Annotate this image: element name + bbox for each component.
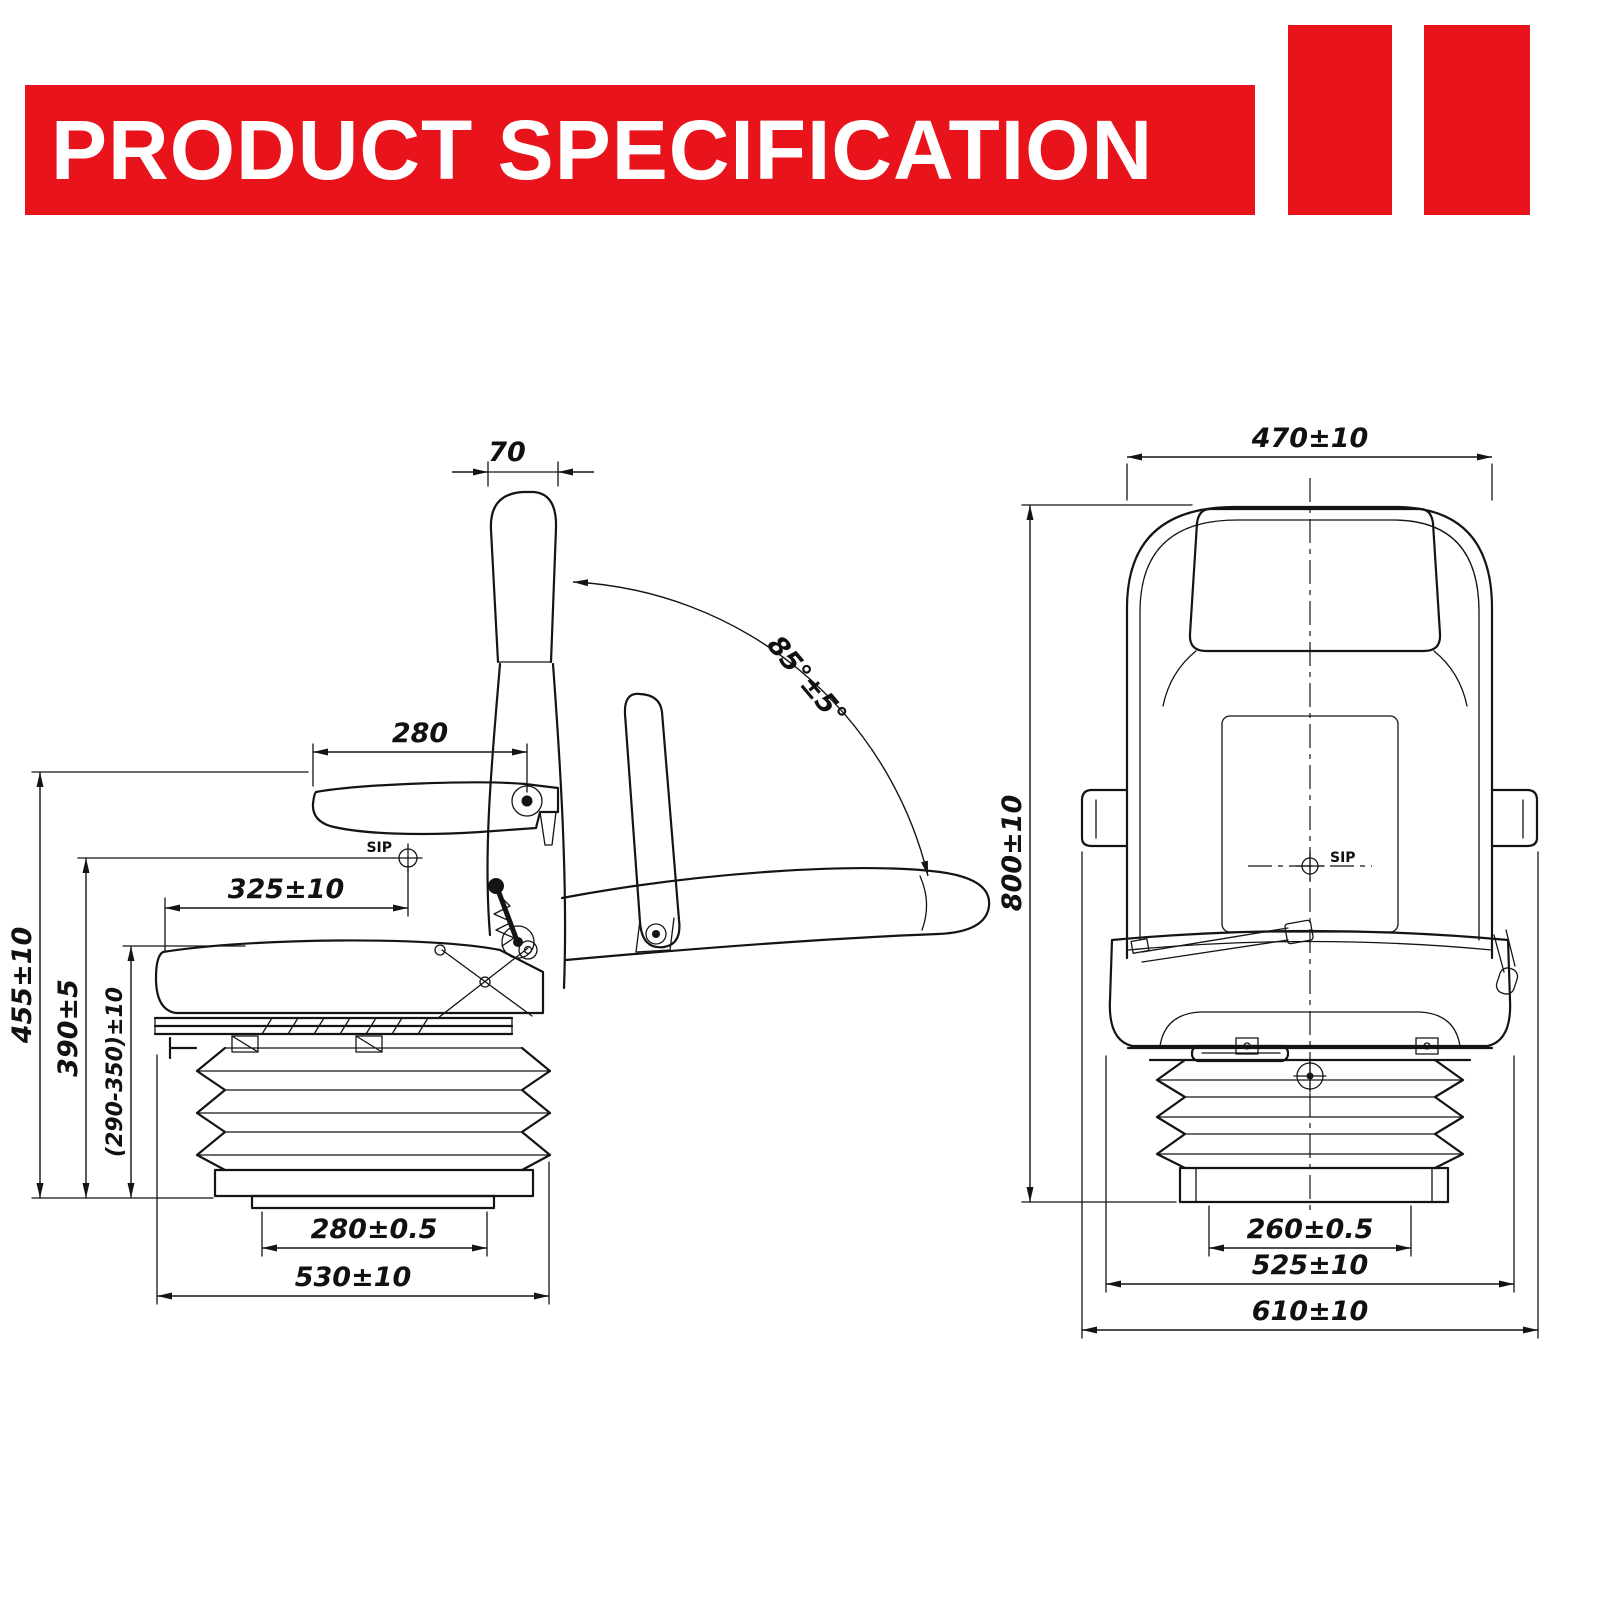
svg-text:455±10: 455±10 bbox=[7, 927, 38, 1045]
dim-side-seat-height-range: (290-350)±10 bbox=[103, 945, 246, 1198]
dim-front-overall-height: 800±10 bbox=[997, 504, 1193, 1203]
side-view: 85°±5° bbox=[7, 437, 991, 1305]
page-title: PRODUCT SPECIFICATION bbox=[51, 102, 1154, 197]
dim-front-overall-width-top: 470±10 bbox=[1126, 423, 1493, 501]
svg-text:610±10: 610±10 bbox=[1252, 1296, 1369, 1327]
svg-text:280±0.5: 280±0.5 bbox=[311, 1214, 438, 1245]
svg-text:260±0.5: 260±0.5 bbox=[1247, 1214, 1374, 1245]
sip-label-side: SIP bbox=[366, 840, 392, 856]
side-slide-rails bbox=[153, 1016, 514, 1060]
side-base bbox=[213, 1168, 535, 1210]
dim-front-mount-width: 260±0.5 bbox=[1208, 1205, 1412, 1257]
dim-side-armrest-height: 455±10 bbox=[7, 771, 309, 1199]
dim-front-seat-width: 525±10 bbox=[1105, 1055, 1515, 1293]
svg-text:390±5: 390±5 bbox=[53, 979, 84, 1077]
side-armrest bbox=[311, 781, 560, 846]
svg-text:(290-350)±10: (290-350)±10 bbox=[103, 987, 128, 1157]
dim-side-overall-depth: 530±10 bbox=[156, 1054, 550, 1305]
svg-text:800±10: 800±10 bbox=[997, 795, 1028, 912]
side-reclined-backrest bbox=[560, 867, 991, 962]
header-banner: PRODUCT SPECIFICATION bbox=[25, 85, 1255, 215]
side-recline-mechanism bbox=[434, 878, 538, 1019]
dim-side-sip-height: 390±5 bbox=[53, 857, 395, 1198]
front-view: SIP bbox=[997, 423, 1539, 1339]
dim-side-mount-width: 280±0.5 bbox=[261, 1211, 488, 1257]
side-seat-cushion bbox=[154, 939, 545, 1015]
header-stripe-2 bbox=[1424, 25, 1530, 215]
svg-text:325±10: 325±10 bbox=[228, 874, 345, 905]
svg-text:280: 280 bbox=[392, 718, 448, 749]
front-armrest-left bbox=[1080, 788, 1129, 848]
side-suspension-bellows bbox=[195, 1046, 552, 1172]
dim-side-sip-to-front: 325±10 bbox=[164, 869, 409, 951]
sip-marker-side: SIP bbox=[366, 840, 423, 873]
dim-recline-angle: 85°±5° bbox=[761, 630, 853, 731]
side-headrest bbox=[489, 490, 558, 664]
svg-text:530±10: 530±10 bbox=[295, 1262, 412, 1293]
front-armrest-right bbox=[1490, 788, 1539, 848]
svg-text:470±10: 470±10 bbox=[1251, 423, 1369, 454]
svg-text:525±10: 525±10 bbox=[1252, 1250, 1369, 1281]
front-seatbelt bbox=[1130, 919, 1519, 995]
side-backrest bbox=[486, 662, 567, 990]
svg-text:70: 70 bbox=[488, 437, 526, 468]
sip-label-front: SIP bbox=[1330, 850, 1356, 866]
header-stripe-1 bbox=[1288, 25, 1392, 215]
sip-marker-front: SIP bbox=[1295, 850, 1356, 881]
side-reclined-armrest bbox=[623, 692, 681, 953]
dim-front-overall-width: 610±10 bbox=[1081, 851, 1539, 1339]
front-base bbox=[1178, 1166, 1450, 1204]
dim-side-headrest-thickness: 70 bbox=[452, 437, 594, 487]
dim-side-armrest-length: 280 bbox=[312, 718, 528, 793]
front-headrest bbox=[1188, 507, 1442, 653]
